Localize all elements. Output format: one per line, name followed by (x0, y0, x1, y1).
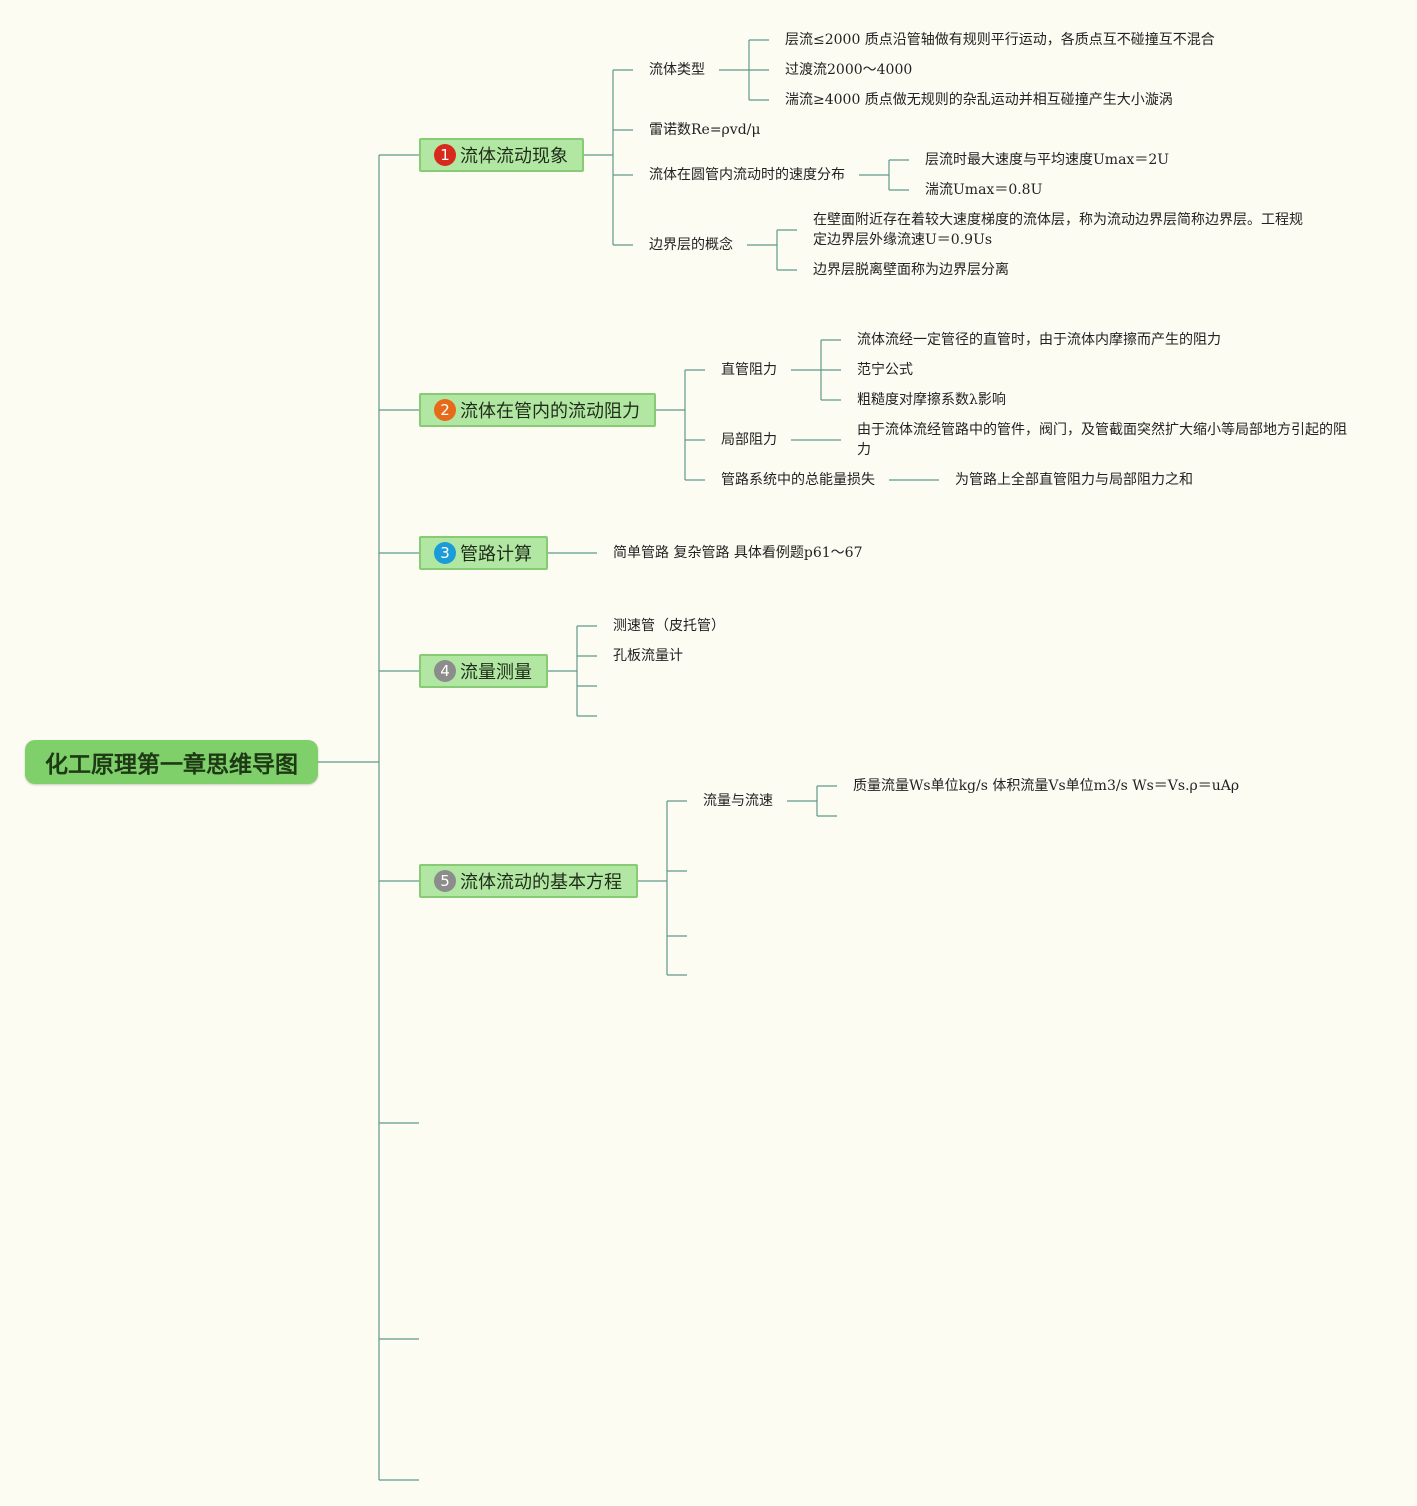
number-badge-icon: 2 (434, 399, 456, 421)
subtopic-total-energy-loss[interactable]: 管路系统中的总能量损失 (721, 472, 875, 488)
leaf-boundary-layer-definition[interactable]: 在壁面附近存在着较大速度梯度的流体层，称为流动边界层简称边界层。工程规定边界层外… (813, 212, 1303, 248)
subtopic-pitot-tube[interactable]: 测速管（皮托管） (613, 618, 725, 634)
subtopic-straight-pipe-resistance[interactable]: 直管阻力 (721, 362, 777, 378)
leaf-turbulent-flow[interactable]: 湍流≥4000 质点做无规则的杂乱运动并相互碰撞产生大小漩涡 (785, 92, 1173, 108)
leaf-transition-flow[interactable]: 过渡流2000～4000 (785, 62, 913, 78)
topic-flow-phenomena[interactable]: 1 流体流动现象 (419, 138, 584, 172)
leaf-roughness-effect[interactable]: 粗糙度对摩擦系数λ影响 (857, 392, 1006, 408)
subtopic-boundary-layer[interactable]: 边界层的概念 (649, 237, 733, 253)
subtopic-orifice-meter[interactable]: 孔板流量计 (613, 648, 683, 664)
topic-basic-equations[interactable]: 5 流体流动的基本方程 (419, 864, 638, 898)
topic-pipeline-calculation[interactable]: 3 管路计算 (419, 536, 548, 570)
leaf-laminar-umax[interactable]: 层流时最大速度与平均速度Umax＝2U (925, 152, 1170, 168)
subtopic-velocity-distribution[interactable]: 流体在圆管内流动时的速度分布 (649, 167, 845, 183)
subtopic-local-resistance[interactable]: 局部阻力 (721, 432, 777, 448)
leaf-fanning-formula[interactable]: 范宁公式 (857, 362, 913, 378)
number-badge-icon: 1 (434, 144, 456, 166)
topic-label: 流体流动现象 (460, 146, 568, 167)
leaf-mass-volume-flow[interactable]: 质量流量Ws单位kg/s 体积流量Vs单位m3/s Ws＝Vs.ρ＝uAρ (853, 778, 1240, 794)
topic-label: 流体流动的基本方程 (460, 872, 622, 893)
leaf-turbulent-umax[interactable]: 湍流Umax＝0.8U (925, 182, 1043, 198)
subtopic-reynolds-number[interactable]: 雷诺数Re=ρvd/μ (649, 122, 761, 138)
topic-label: 流体在管内的流动阻力 (460, 401, 640, 422)
leaf-straight-pipe-definition[interactable]: 流体流经一定管径的直管时，由于流体内摩擦而产生的阻力 (857, 332, 1221, 348)
number-badge-icon: 5 (434, 870, 456, 892)
leaf-total-loss-definition[interactable]: 为管路上全部直管阻力与局部阻力之和 (955, 472, 1193, 488)
leaf-local-resistance-definition[interactable]: 由于流体流经管路中的管件，阀门，及管截面突然扩大缩小等局部地方引起的阻力 (857, 422, 1347, 458)
topic-flow-resistance[interactable]: 2 流体在管内的流动阻力 (419, 393, 656, 427)
topic-label: 流量测量 (460, 662, 532, 683)
leaf-laminar-flow[interactable]: 层流≤2000 质点沿管轴做有规则平行运动，各质点互不碰撞互不混合 (785, 32, 1215, 48)
leaf-boundary-layer-separation[interactable]: 边界层脱离壁面称为边界层分离 (813, 262, 1009, 278)
number-badge-icon: 3 (434, 542, 456, 564)
subtopic-fluid-types[interactable]: 流体类型 (649, 62, 705, 78)
topic-flow-measurement[interactable]: 4 流量测量 (419, 654, 548, 688)
subtopic-pipeline-types[interactable]: 简单管路 复杂管路 具体看例题p61～67 (613, 545, 863, 561)
number-badge-icon: 4 (434, 660, 456, 682)
topic-label: 管路计算 (460, 544, 532, 565)
root-topic[interactable]: 化工原理第一章思维导图 (25, 740, 318, 784)
subtopic-flow-rate-velocity[interactable]: 流量与流速 (703, 793, 773, 809)
